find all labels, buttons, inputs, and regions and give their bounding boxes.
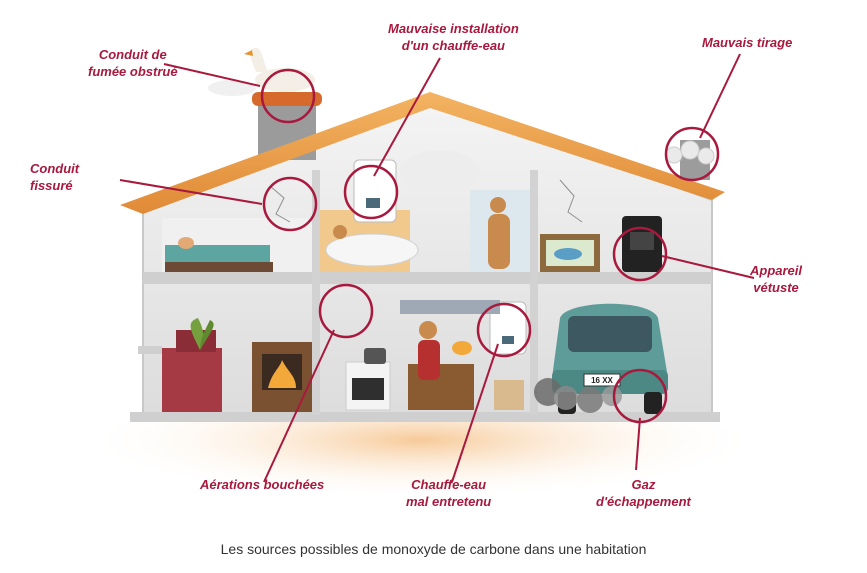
label-chauffe-eau-install: Mauvaise installation d'un chauffe-eau (388, 20, 519, 54)
label-appareil-vetuste-line1: Appareil (750, 263, 803, 278)
ground-floor-slab (130, 412, 720, 422)
label-conduit-fumee-line1: Conduit de (98, 47, 167, 62)
callout-circle-chauffe-eau-entretien (476, 302, 532, 358)
callout-circle-fissure (262, 176, 318, 232)
label-chauffe-eau-entretien-line1: Chauffe-eau (411, 477, 487, 492)
label-conduit-fumee: Conduit de fumée obstrué (88, 46, 178, 80)
callout-circle-aerations (318, 283, 374, 339)
bathroom (320, 150, 530, 272)
label-appareil-vetuste: Appareil vétuste (750, 262, 802, 296)
callout-circles (260, 68, 720, 424)
bedroom (162, 218, 312, 272)
label-mauvais-tirage-line1: Mauvais tirage (702, 35, 793, 50)
label-conduit-fumee-line2: fumée obstrué (88, 64, 178, 79)
roof (120, 92, 725, 214)
label-conduit-fissure: Conduit fissuré (30, 160, 79, 194)
exhaust-smoke (534, 378, 622, 413)
garage-car (534, 303, 668, 414)
callout-circle-chimney (260, 68, 316, 124)
label-aerations: Aérations bouchées (200, 476, 324, 493)
wall-cracks (269, 179, 583, 223)
label-conduit-fissure-line2: fissuré (30, 178, 73, 193)
label-chauffe-eau-entretien-line2: mal entretenu (406, 494, 492, 509)
label-chauffe-eau-entretien: Chauffe-eau mal entretenu (406, 476, 491, 510)
chimney-cap (252, 92, 322, 106)
figure-caption: Les sources possibles de monoxyde de car… (220, 541, 647, 557)
label-appareil-vetuste-line2: vétuste (753, 280, 799, 295)
callout-lines (119, 53, 755, 483)
label-chauffe-eau-install-line1: Mauvaise installation (388, 21, 519, 36)
callout-circle-tirage (664, 126, 720, 182)
label-gaz-echappement-line2: d'échappement (596, 494, 691, 509)
callout-circle-chauffe-eau-install (343, 164, 399, 220)
wall-divider-2 (530, 170, 538, 415)
label-gaz-echappement: Gaz d'échappement (596, 476, 691, 510)
callout-circle-gaz (612, 368, 668, 424)
label-chauffe-eau-install-line2: d'un chauffe-eau (401, 38, 506, 53)
label-mauvais-tirage: Mauvais tirage (702, 34, 792, 51)
label-aerations-line1: Aérations bouchées (200, 477, 325, 492)
label-conduit-fissure-line1: Conduit (30, 161, 80, 176)
living-room (138, 318, 312, 412)
smoke-puffs (665, 140, 715, 165)
callout-circle-appareil (612, 226, 668, 282)
upper-floor-slab (143, 272, 712, 284)
kitchen (345, 300, 527, 411)
license-plate-text: 16 XX (591, 376, 613, 385)
wall-divider-1 (312, 170, 320, 415)
label-gaz-echappement-line1: Gaz (631, 477, 656, 492)
